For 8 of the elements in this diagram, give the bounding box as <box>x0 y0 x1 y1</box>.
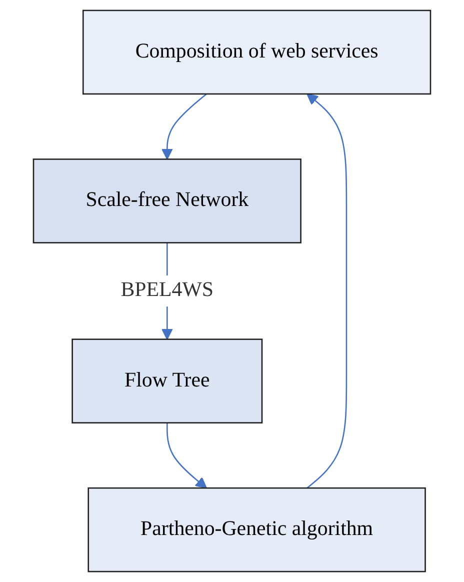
node-box: Scale-free Network <box>32 158 302 244</box>
arrow <box>161 93 207 160</box>
node-box: Partheno-Genetic algorithm <box>88 487 426 572</box>
arrow <box>166 422 207 489</box>
node-box: Composition of web services <box>82 10 432 95</box>
node-box: Flow Tree <box>72 338 263 424</box>
edge-label: BPEL4WS <box>120 279 214 302</box>
arrow <box>306 93 348 489</box>
